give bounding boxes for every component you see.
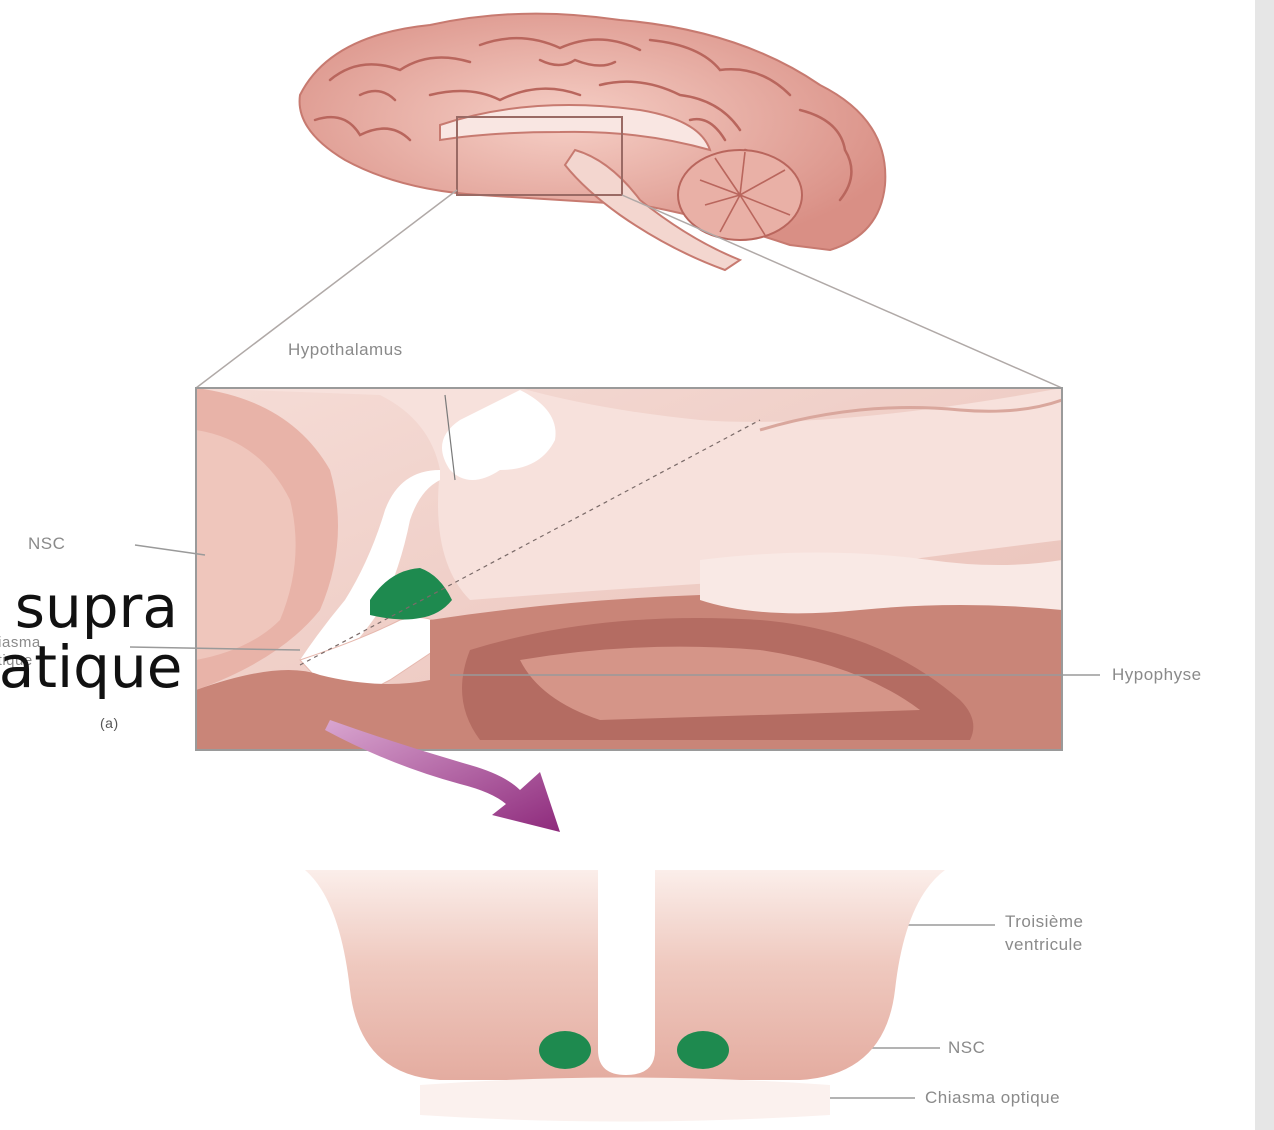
third-ventricle — [598, 840, 655, 1075]
nsc-nucleus-right — [677, 1031, 729, 1069]
label-hypothalamus: Hypothalamus — [288, 340, 403, 360]
label-nsc-right: NSC — [948, 1038, 985, 1058]
nsc-nucleus-left — [539, 1031, 591, 1069]
overlay-text-line1: x supra — [0, 578, 178, 636]
label-chiasma-optique: Chiasma optique — [925, 1088, 1060, 1108]
label-panel-a: (a) — [100, 715, 119, 731]
optic-chiasm — [420, 1078, 830, 1122]
hypothalamus-panel — [196, 388, 1062, 750]
overlay-text-line2: natique — [0, 638, 182, 696]
page-edge-shadow — [1255, 0, 1274, 1130]
coronal-section — [305, 840, 945, 1122]
label-nsc-left: NSC — [28, 534, 65, 554]
label-hypophyse: Hypophyse — [1112, 665, 1202, 685]
label-troisieme-1: Troisième — [1005, 912, 1084, 932]
brain-illustration — [300, 14, 886, 270]
label-troisieme-2: ventricule — [1005, 935, 1083, 955]
